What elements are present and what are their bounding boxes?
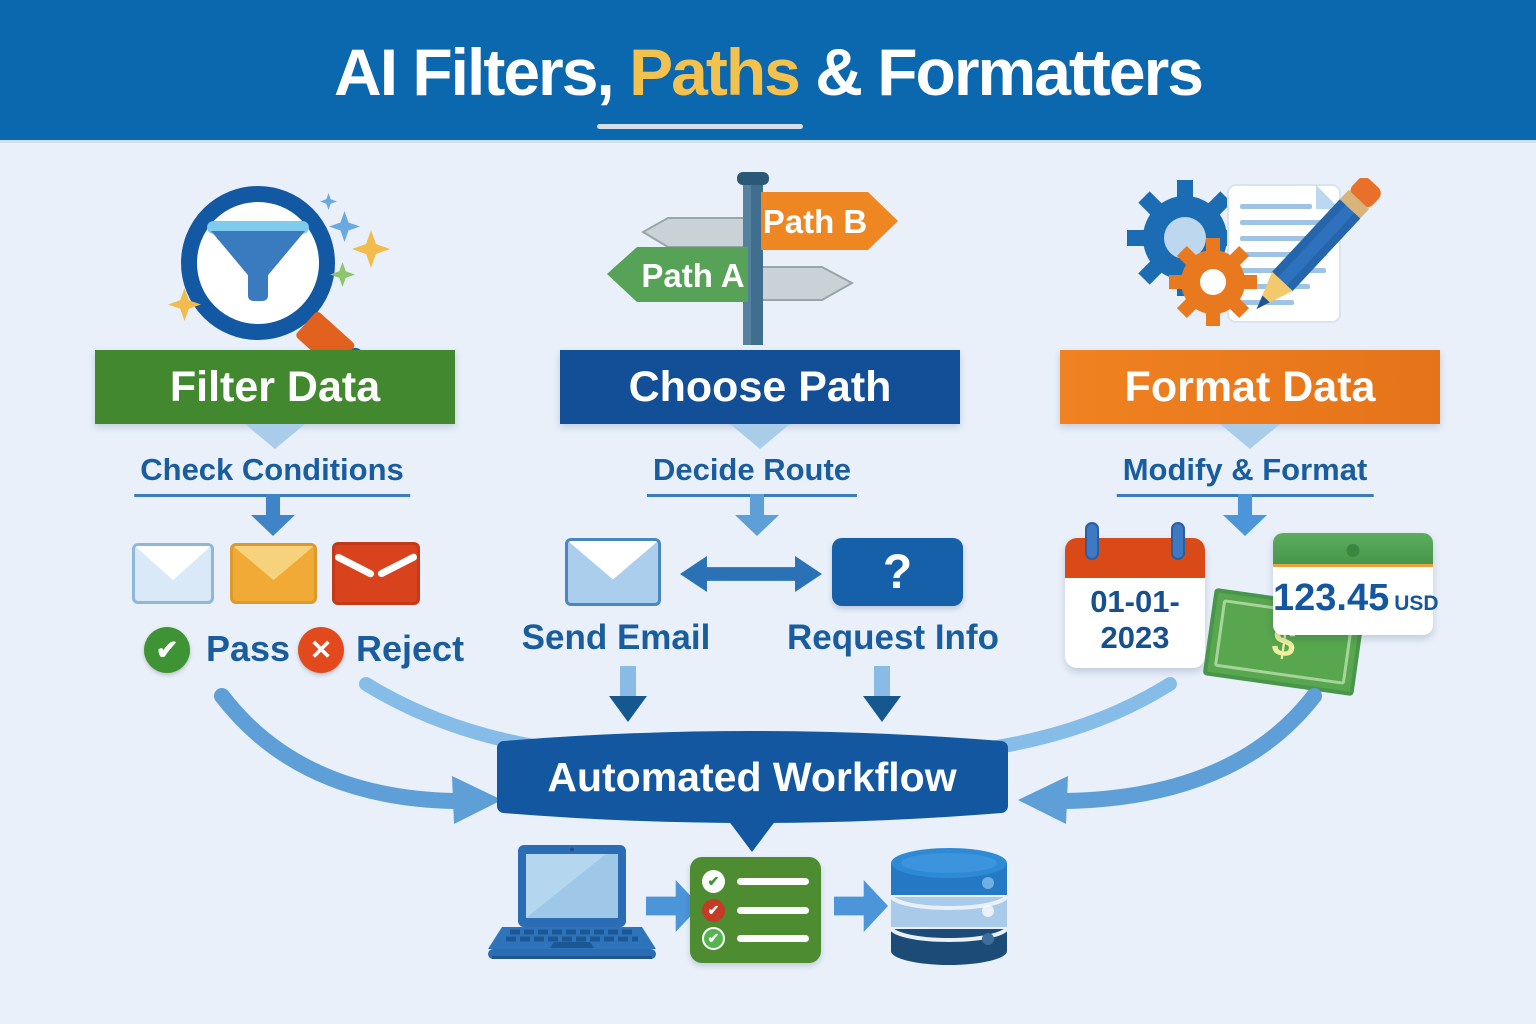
envelope-flap	[135, 546, 211, 581]
date-line2: 2023	[1100, 619, 1170, 655]
pencil-icon	[1256, 178, 1381, 310]
filter-data-header: Filter Data	[95, 350, 455, 424]
sparkle-icon	[329, 211, 360, 242]
arrow-head	[1018, 776, 1068, 824]
dot-icon	[1346, 544, 1360, 557]
check-conditions-label: Check Conditions	[134, 452, 410, 497]
chevron-down-icon	[1220, 424, 1280, 449]
funnel-icon	[248, 275, 268, 301]
checklist-row: ✔	[702, 898, 809, 922]
arrow-down-icon	[251, 494, 295, 536]
path-a-sign-label: Path A	[641, 257, 744, 294]
curved-arrow	[1057, 688, 1322, 809]
workflow-ribbon	[497, 731, 1008, 852]
list-line	[737, 935, 809, 942]
envelope-light-icon	[132, 543, 214, 604]
list-line	[737, 906, 809, 914]
arrow-down-icon	[863, 666, 901, 722]
sparkle-icon	[352, 230, 390, 268]
arrow-right-icon	[834, 880, 888, 932]
currency-label: USD	[1394, 592, 1439, 615]
envelope-red-icon	[332, 542, 420, 605]
checklist-row: ✔	[702, 870, 809, 893]
choose-path-header: Choose Path	[560, 350, 960, 424]
question-mark-icon: ?	[832, 538, 963, 606]
title-prefix: AI Filters,	[334, 35, 615, 109]
pass-check-icon: ✔	[144, 627, 190, 673]
title-highlight: Paths	[629, 35, 801, 109]
signpost-icon: Path B Path A	[607, 172, 898, 345]
format-tools-icon	[1127, 178, 1381, 326]
calendar-ring	[1085, 522, 1099, 560]
double-arrow-icon	[680, 556, 822, 592]
modify-format-label: Modify & Format	[1116, 452, 1374, 497]
amount-card-header	[1273, 533, 1433, 567]
send-email-icon	[565, 538, 661, 606]
envelope-flap	[233, 546, 314, 581]
arrow-down-icon	[1223, 494, 1267, 536]
title-banner: AI Filters, Paths & Formatters	[0, 0, 1536, 143]
check-icon: ✔	[702, 870, 725, 893]
amount-number: 123.45	[1273, 577, 1390, 619]
calendar-ring	[1171, 522, 1185, 560]
calendar-icon: 01-01- 2023	[1065, 522, 1205, 668]
gear-icon	[1169, 238, 1257, 326]
check-icon: ✔	[702, 927, 725, 950]
database-icon	[889, 848, 1009, 965]
send-email-label: Send Email	[521, 618, 711, 657]
pass-label: Pass	[206, 628, 291, 669]
funnel-icon	[207, 221, 309, 234]
envelope-amber-icon	[230, 543, 317, 604]
title-suffix: & Formatters	[815, 35, 1204, 109]
chevron-down-icon	[245, 424, 305, 449]
check-icon: ✔	[702, 898, 725, 922]
path-b-sign-label: Path B	[763, 203, 868, 240]
page-title: AI Filters, Paths & Formatters	[0, 34, 1536, 110]
envelope-flap	[377, 552, 417, 579]
reject-label: Reject	[356, 628, 465, 669]
decide-route-label: Decide Route	[646, 452, 858, 497]
laptop-icon	[488, 845, 656, 959]
curved-arrow	[214, 688, 463, 809]
chevron-down-icon	[730, 424, 790, 449]
date-line1: 01-01-	[1090, 584, 1180, 619]
list-line	[737, 878, 809, 885]
title-underline	[597, 124, 803, 129]
arrow-down-icon	[735, 494, 779, 536]
workflow-banner-label: Automated Workflow	[547, 754, 957, 800]
checklist-row: ✔	[702, 927, 809, 950]
envelope-flap	[568, 541, 658, 580]
format-data-header: Format Data	[1060, 350, 1440, 424]
reject-x-icon: ✕	[298, 627, 344, 673]
checklist-icon: ✔ ✔ ✔	[690, 857, 821, 963]
request-info-label: Request Info	[787, 618, 999, 657]
sparkle-icon	[320, 193, 337, 210]
envelope-flap	[335, 552, 375, 579]
calendar-date: 01-01- 2023	[1065, 584, 1205, 655]
